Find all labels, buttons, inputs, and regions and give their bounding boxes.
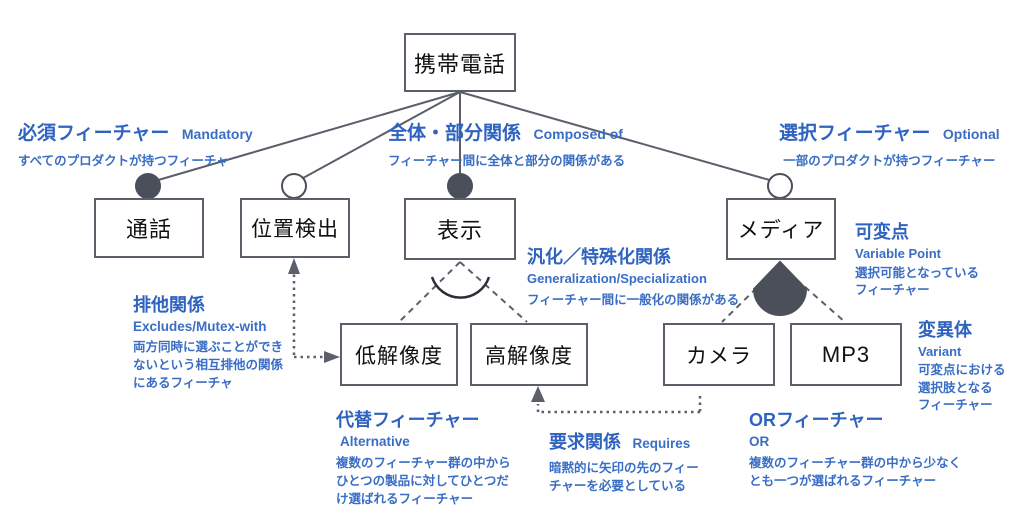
legend-optional-desc-0: 一部のプロダクトが持つフィーチャー [783, 154, 996, 168]
legend-or-feature-title: ORフィーチャー [749, 410, 884, 430]
node-locate[interactable]: 位置検出 [240, 198, 350, 258]
edge-root-locate [293, 91, 461, 184]
alternative-group-display [398, 261, 528, 323]
legend-variant-desc-0: 可変点における [918, 363, 1006, 377]
legend-variable-point-desc-0: 選択可能となっている [855, 266, 980, 280]
excludes-arrowhead-right [324, 351, 340, 363]
edge-root-call [147, 91, 461, 184]
legend-composed-of: 全体・部分関係 Composed of フィーチャー間に全体と部分の関係がある [388, 118, 625, 169]
legend-generalization-en: Generalization/Specialization [527, 271, 707, 286]
node-call[interactable]: 通話 [94, 198, 204, 258]
legend-alternative-desc-1: ひとつの製品に対してひとつだ [336, 474, 509, 489]
legend-or-feature: ORフィーチャー OR 複数のフィーチャー群の中から少なく とも一つが選ばれるフ… [749, 406, 961, 490]
legend-variable-point: 可変点 Variable Point 選択可能となっている フィーチャー [855, 218, 979, 299]
legend-alternative: 代替フィーチャー Alternative 複数のフィーチャー群の中から ひとつの… [336, 406, 511, 508]
mandatory-marker-call [135, 173, 161, 199]
legend-requires-desc-1: チャーを必要としている [549, 479, 687, 494]
legend-composed-of-en: Composed of [533, 126, 623, 142]
node-highres-label: 高解像度 [485, 344, 573, 368]
legend-requires-en: Requires [632, 436, 691, 451]
legend-alternative-desc-0: 複数のフィーチャー群の中から [336, 456, 511, 470]
or-arc-media [752, 260, 808, 316]
legend-composed-of-desc-0: フィーチャー間に全体と部分の関係がある [388, 154, 626, 168]
requires-arrowhead [531, 386, 545, 402]
legend-requires-desc-0: 暗黙的に矢印の先のフィー [549, 461, 699, 475]
legend-mandatory-desc-0: すべてのプロダクトが持つフィーチャ [18, 154, 229, 168]
legend-requires-title: 要求関係 [549, 432, 621, 452]
legend-generalization-desc-0: フィーチャー間に一般化の関係がある [527, 293, 740, 307]
legend-mandatory: 必須フィーチャー Mandatory すべてのプロダクトが持つフィーチャ [18, 118, 253, 169]
legend-variant-desc-1: 選択肢となる [918, 380, 993, 395]
legend-mandatory-en: Mandatory [181, 126, 253, 142]
optional-marker-media [767, 173, 793, 199]
node-camera[interactable]: カメラ [663, 323, 775, 386]
legend-variable-point-desc-1: フィーチャー [855, 282, 930, 297]
requires-connector [536, 396, 702, 414]
legend-variant-title: 変異体 [918, 320, 972, 340]
optional-marker-locate [281, 173, 307, 199]
legend-mandatory-title: 必須フィーチャー [18, 123, 170, 144]
legend-excludes: 排他関係 Excludes/Mutex-with 両方同時に選ぶことができ ない… [133, 291, 283, 392]
edge-root-media [459, 91, 781, 184]
node-lowres[interactable]: 低解像度 [340, 323, 458, 386]
legend-optional-en: Optional [942, 126, 1000, 142]
legend-alternative-en: Alternative [340, 434, 410, 449]
legend-excludes-desc-1: ないという相互排他の関係 [133, 358, 284, 373]
legend-alternative-title: 代替フィーチャー [336, 410, 480, 430]
legend-variant: 変異体 Variant 可変点における 選択肢となる フィーチャー [918, 316, 1006, 415]
node-lowres-label: 低解像度 [355, 344, 443, 368]
node-root-label: 携帯電話 [413, 51, 506, 77]
legend-requires: 要求関係 Requires 暗黙的に矢印の先のフィー チャーを必要としている [549, 428, 699, 495]
xor-arc-display [430, 276, 491, 299]
node-call-label: 通話 [125, 217, 172, 242]
legend-or-feature-desc-0: 複数のフィーチャー群の中から少なく [749, 456, 962, 470]
legend-optional: 選択フィーチャー Optional 一部のプロダクトが持つフィーチャー [779, 118, 1000, 169]
legend-variable-point-en: Variable Point [855, 246, 941, 261]
legend-or-feature-en: OR [749, 434, 770, 449]
mandatory-marker-display [447, 173, 473, 199]
legend-excludes-desc-2: にあるフィーチャ [133, 376, 233, 391]
node-camera-label: カメラ [686, 344, 752, 368]
node-display-label: 表示 [436, 218, 483, 243]
legend-excludes-title: 排他関係 [133, 295, 205, 315]
legend-alternative-desc-2: け選ばれるフィーチャー [336, 492, 474, 507]
node-locate-label: 位置検出 [251, 218, 339, 241]
legend-composed-of-title: 全体・部分関係 [388, 123, 522, 144]
legend-optional-title: 選択フィーチャー [779, 123, 931, 144]
edge-display-highres [459, 261, 528, 323]
node-display[interactable]: 表示 [404, 198, 516, 260]
legend-excludes-en: Excludes/Mutex-with [133, 319, 267, 334]
legend-variant-en: Variant [918, 344, 962, 359]
legend-generalization-title: 汎化／特殊化関係 [527, 247, 671, 267]
legend-variable-point-title: 可変点 [855, 222, 909, 242]
node-highres[interactable]: 高解像度 [470, 323, 588, 386]
legend-or-feature-desc-1: とも一つが選ばれるフィーチャー [749, 474, 937, 489]
legend-excludes-desc-0: 両方同時に選ぶことができ [133, 340, 284, 354]
node-media[interactable]: メディア [726, 198, 836, 260]
node-mp3-label: MP3 [821, 341, 871, 367]
edge-display-lowres [398, 261, 461, 323]
node-media-label: メディア [737, 219, 825, 242]
node-mp3[interactable]: MP3 [790, 323, 902, 386]
legend-generalization: 汎化／特殊化関係 Generalization/Specialization フ… [527, 243, 739, 308]
legend-variant-desc-2: フィーチャー [918, 398, 993, 412]
node-root[interactable]: 携帯電話 [404, 33, 516, 92]
composed-of-lines [147, 91, 781, 184]
excludes-connector [292, 268, 327, 359]
excludes-arrowhead-up [288, 258, 300, 274]
